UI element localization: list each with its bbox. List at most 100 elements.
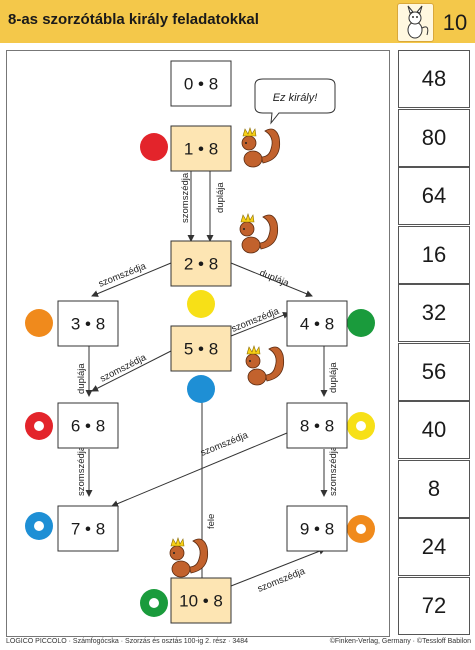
box-label: 9 • 8 xyxy=(300,520,334,539)
answer-value: 64 xyxy=(421,183,447,208)
box-label: 5 • 8 xyxy=(184,340,218,359)
footer-credit: LOGICO PICCOLO · Számfogócska · Szorzás … xyxy=(6,638,248,645)
label-szomszedja-6: szomszédja xyxy=(76,445,87,496)
answer-column: 48 80 64 16 32 56 40 8 24 72 xyxy=(398,50,470,635)
answer-value: 24 xyxy=(421,534,447,559)
speech-text: Ez király! xyxy=(273,92,318,104)
box-0-times-8: 0 • 8 xyxy=(170,60,232,107)
arrow-8-to-7 xyxy=(111,432,288,507)
multiplication-boxes: 0 • 8 1 • 8 2 • 8 3 • 8 4 • 8 5 • 8 6 • 8 7 • 8… xyxy=(57,60,348,624)
box-7-times-8: 7 • 8 xyxy=(57,505,119,552)
box-9-times-8: 9 • 8 xyxy=(286,505,348,552)
arrow-2-to-3 xyxy=(91,262,172,297)
dot-orange-ring[interactable] xyxy=(347,515,375,543)
box-4-times-8: 4 • 8 xyxy=(286,300,348,347)
dot-red-ring[interactable] xyxy=(25,412,53,440)
page-title: 8-as szorzótábla király feladatokkal xyxy=(8,11,259,28)
box-10-times-8: 10 • 8 xyxy=(170,577,232,624)
answer-cell[interactable]: 80 xyxy=(398,108,470,167)
box-frame xyxy=(286,300,348,347)
color-dots xyxy=(25,133,375,617)
page-number: 10 xyxy=(442,10,468,35)
box-label: 2 • 8 xyxy=(184,255,218,274)
answer-cell[interactable]: 8 xyxy=(398,459,470,518)
arrow-5-to-6 xyxy=(91,350,172,392)
box-frame xyxy=(57,505,119,552)
label-duplaja-2: duplája xyxy=(258,268,291,290)
label-szomszedja-2: szomszédja xyxy=(97,261,148,290)
box-label: 3 • 8 xyxy=(71,315,105,334)
box-frame xyxy=(286,402,348,449)
box-3-times-8: 3 • 8 xyxy=(57,300,119,347)
answer-value: 8 xyxy=(427,475,441,501)
mascot-icon xyxy=(397,3,434,42)
box-frame xyxy=(170,240,232,287)
answer-cell[interactable]: 16 xyxy=(398,225,470,284)
answer-cell[interactable]: 64 xyxy=(398,167,470,225)
label-szomszedja-5: szomszédja xyxy=(199,430,250,459)
puzzle-diagram: szomszédja duplája szomszédja duplája sz… xyxy=(25,60,375,624)
answer-cell[interactable]: 32 xyxy=(398,284,470,342)
arrows xyxy=(85,151,328,587)
dot-red-solid[interactable] xyxy=(140,133,168,161)
box-label: 10 • 8 xyxy=(179,592,223,611)
answer-value: 48 xyxy=(421,66,447,91)
box-label: 6 • 8 xyxy=(71,417,105,436)
footer-copyright: ©Finken-Verlag, Germany · ©Tessloff Babi… xyxy=(329,638,471,645)
dot-blue-ring[interactable] xyxy=(25,512,53,540)
label-duplaja-3: duplája xyxy=(76,363,87,394)
answer-value: 56 xyxy=(421,358,447,384)
box-frame xyxy=(170,325,232,372)
answer-value: 72 xyxy=(421,592,447,618)
box-label: 8 • 8 xyxy=(300,417,334,436)
box-8-times-8: 8 • 8 xyxy=(286,402,348,449)
box-6-times-8: 6 • 8 xyxy=(57,402,119,449)
answer-cell[interactable]: 56 xyxy=(398,342,470,401)
dot-orange-solid[interactable] xyxy=(25,309,53,337)
arrow-2-to-4 xyxy=(230,262,313,297)
box-label: 7 • 8 xyxy=(71,520,105,539)
squirrel-icon xyxy=(169,537,209,578)
header-bar: 8-as szorzótábla király feladatokkal 10 xyxy=(0,0,475,43)
box-frame xyxy=(57,300,119,347)
squirrel-icon xyxy=(239,213,279,254)
label-szomszedja-8: szomszédja xyxy=(256,566,307,595)
dot-yellow-ring[interactable] xyxy=(347,412,375,440)
label-szomszedja-4: szomszédja xyxy=(98,352,148,385)
dot-blue-solid[interactable] xyxy=(187,375,215,403)
answer-cell[interactable]: 40 xyxy=(398,401,470,459)
box-frame xyxy=(57,402,119,449)
arrow-5-to-4 xyxy=(230,311,290,337)
label-szomszedja-3: szomszédja xyxy=(230,306,281,335)
label-szomszedja-7: szomszédja xyxy=(328,445,339,496)
label-fele: fele xyxy=(206,514,217,529)
answer-cell[interactable]: 48 xyxy=(398,50,470,108)
answer-cell[interactable]: 24 xyxy=(398,518,470,576)
box-label: 4 • 8 xyxy=(300,315,334,334)
label-szomszedja-1: szomszédja xyxy=(180,172,191,223)
label-duplaja-1: duplája xyxy=(215,182,226,213)
squirrel-icon xyxy=(245,345,285,386)
box-5-times-8: 5 • 8 xyxy=(170,325,232,372)
answer-cell[interactable]: 72 xyxy=(398,576,470,635)
box-label: 1 • 8 xyxy=(184,140,218,159)
label-duplaja-4: duplája xyxy=(328,362,339,393)
dot-green-solid[interactable] xyxy=(347,309,375,337)
answer-value: 16 xyxy=(421,241,447,267)
answer-value: 80 xyxy=(421,124,447,150)
box-frame xyxy=(170,60,232,107)
box-frame xyxy=(286,505,348,552)
box-label: 0 • 8 xyxy=(184,75,218,94)
squirrel-icon xyxy=(241,127,281,168)
box-frame xyxy=(170,577,232,624)
dot-yellow-solid[interactable] xyxy=(187,290,215,318)
dot-green-ring[interactable] xyxy=(140,589,168,617)
answer-value: 40 xyxy=(421,417,447,442)
speech-bubble: Ez király! xyxy=(254,78,336,125)
puzzle-panel: szomszédja duplája szomszédja duplája sz… xyxy=(6,50,390,637)
box-frame xyxy=(170,125,232,172)
box-1-times-8: 1 • 8 xyxy=(170,125,232,172)
arrow-10-to-9 xyxy=(230,547,326,587)
answer-value: 32 xyxy=(421,300,447,325)
box-2-times-8: 2 • 8 xyxy=(170,240,232,287)
